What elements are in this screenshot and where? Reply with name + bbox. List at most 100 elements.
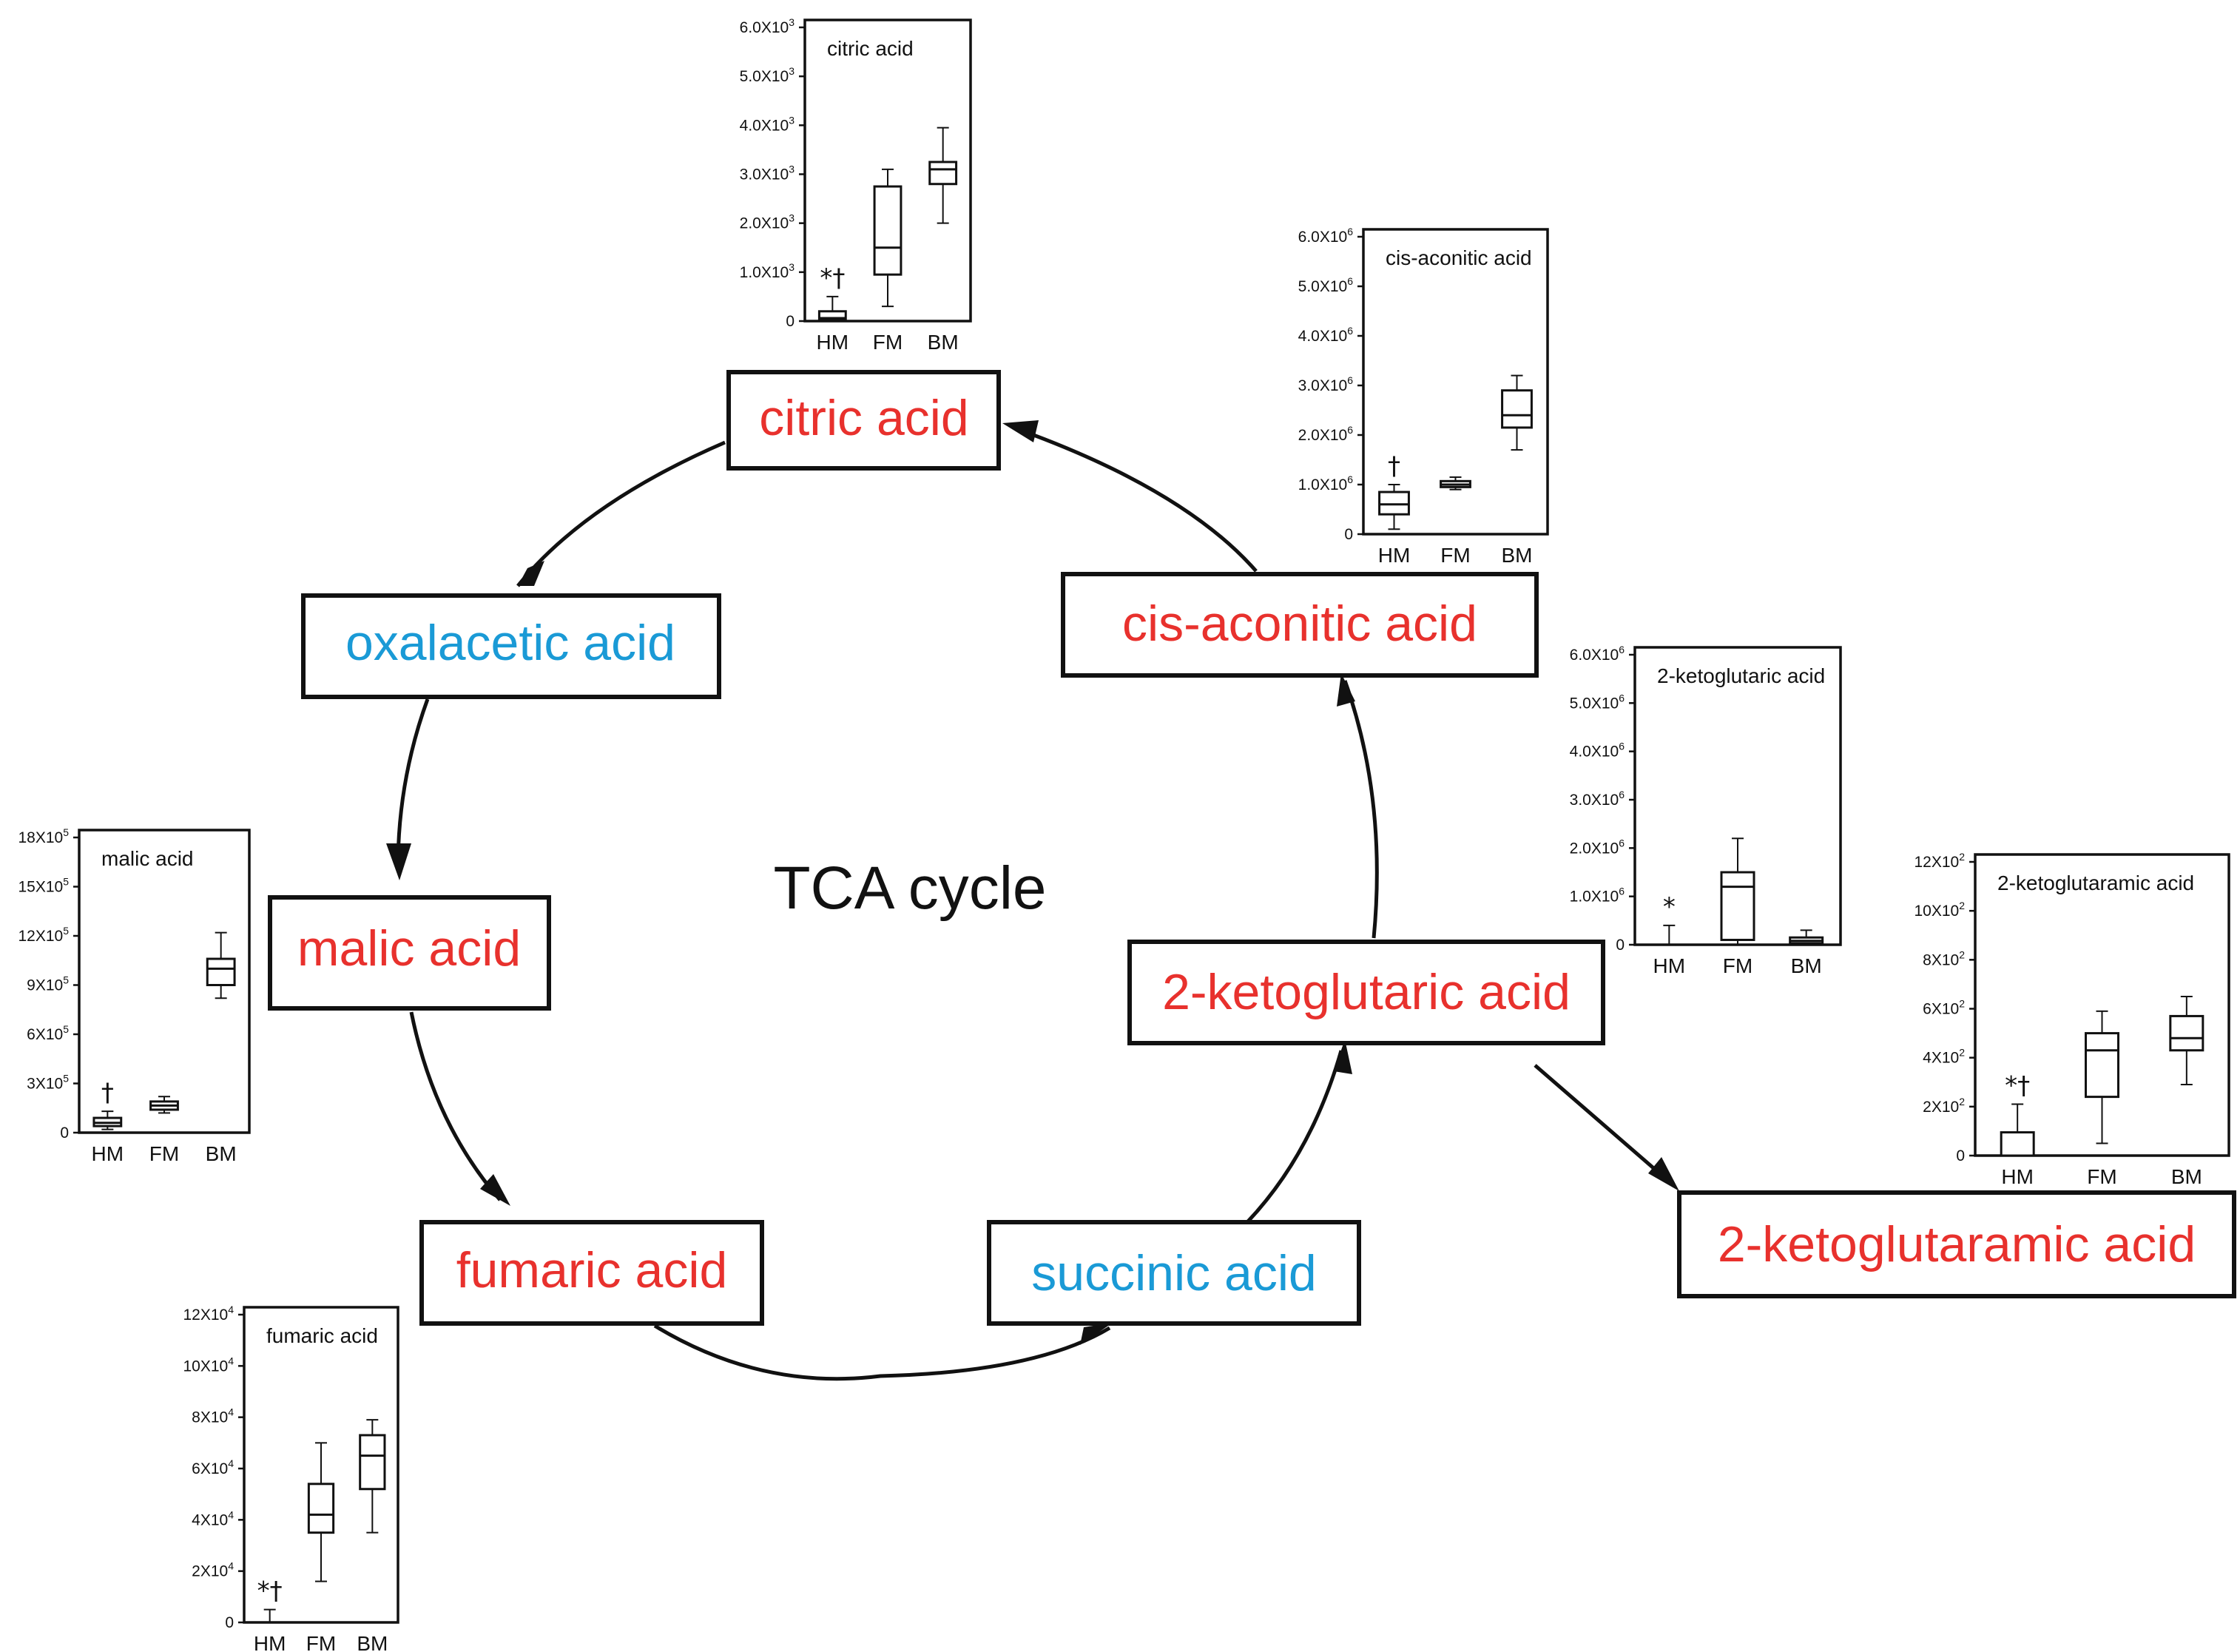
node-label: 2-ketoglutaramic acid bbox=[1718, 1216, 2196, 1272]
y-tick-label: 2.0X106 bbox=[1570, 837, 1625, 857]
arrow-malic-to-fumaric bbox=[409, 1011, 502, 1201]
node-box bbox=[1127, 940, 1605, 1045]
x-category-label: FM bbox=[1723, 954, 1752, 977]
box-plot-fm bbox=[1440, 476, 1471, 490]
iqr-box bbox=[1378, 490, 1410, 516]
y-tick-label: 5.0X103 bbox=[740, 65, 795, 85]
y-tick-label: 4X104 bbox=[192, 1508, 234, 1528]
iqr-box bbox=[1720, 871, 1755, 941]
x-category-label: BM bbox=[357, 1632, 388, 1652]
node-label: cis-aconitic acid bbox=[1122, 596, 1477, 652]
y-tick-label: 3.0X106 bbox=[1298, 374, 1354, 394]
y-tick-label: 0 bbox=[1956, 1147, 1965, 1164]
y-tick-label: 3X105 bbox=[27, 1073, 69, 1093]
iqr-box bbox=[307, 1483, 335, 1534]
chart-2-ketoglutaramic-acid: 2-ketoglutaramic acid02X1024X1026X1028X1… bbox=[1914, 851, 2230, 1188]
x-category-label: HM bbox=[1378, 544, 1411, 567]
y-tick-label: 3.0X103 bbox=[740, 163, 795, 183]
y-tick-label: 15X105 bbox=[18, 876, 69, 896]
x-category-label: FM bbox=[1440, 544, 1470, 567]
significance-mark: *† bbox=[257, 1577, 283, 1606]
arrow-citric-to-oxalacetic bbox=[516, 440, 726, 587]
box-plot-bm bbox=[2169, 995, 2204, 1086]
arrowhead-fumaric bbox=[480, 1174, 510, 1206]
y-tick-label: 1.0X106 bbox=[1570, 886, 1625, 906]
node-box bbox=[419, 1220, 764, 1326]
node-label: citric acid bbox=[759, 390, 968, 446]
x-category-label: BM bbox=[1791, 954, 1822, 977]
x-category-label: HM bbox=[254, 1632, 286, 1652]
iqr-box bbox=[928, 161, 958, 186]
y-tick-label: 0 bbox=[1616, 937, 1625, 954]
box-plot-bm bbox=[206, 931, 236, 999]
node-2-ketoglutaric-acid[interactable]: 2-ketoglutaric acid bbox=[1127, 940, 1605, 1045]
box-plot-hm: *† bbox=[2000, 1071, 2035, 1157]
node-2-ketoglutaramic-acid[interactable]: 2-ketoglutaramic acid bbox=[1677, 1190, 2236, 1298]
box-plot-bm bbox=[1789, 929, 1824, 945]
plot-frame bbox=[78, 829, 251, 1134]
plot-frame bbox=[243, 1306, 399, 1624]
y-tick-label: 6X105 bbox=[27, 1023, 69, 1043]
node-box bbox=[268, 895, 551, 1011]
x-category-label: FM bbox=[873, 331, 903, 354]
box-plot-hm: † bbox=[92, 1078, 123, 1130]
y-tick-label: 0 bbox=[225, 1614, 234, 1631]
node-label: 2-ketoglutaric acid bbox=[1162, 964, 1571, 1020]
node-citric-acid[interactable]: citric acid bbox=[726, 370, 1001, 471]
x-category-label: FM bbox=[149, 1142, 179, 1165]
iqr-box bbox=[206, 957, 236, 986]
y-tick-label: 10X104 bbox=[183, 1355, 234, 1375]
significance-mark: † bbox=[1388, 451, 1400, 481]
arrow-ketoglutaric-to-cisaconitic bbox=[1343, 680, 1379, 939]
x-category-label: BM bbox=[1502, 544, 1533, 567]
cycle-label: TCA cycle bbox=[773, 854, 1046, 922]
node-label: oxalacetic acid bbox=[345, 615, 675, 671]
chart-title: malic acid bbox=[101, 847, 193, 870]
y-tick-label: 4.0X106 bbox=[1570, 741, 1625, 761]
x-category-label: FM bbox=[306, 1632, 336, 1652]
arrowhead-cisaconitic bbox=[1337, 673, 1355, 707]
arrowhead-malic bbox=[386, 843, 411, 880]
chart-title: 2-ketoglutaric acid bbox=[1657, 664, 1825, 687]
y-tick-label: 12X105 bbox=[18, 925, 69, 945]
box-plot-hm: *† bbox=[817, 263, 847, 322]
chart-title: citric acid bbox=[827, 37, 914, 60]
box-plot-hm: † bbox=[1378, 451, 1410, 530]
chart-title: 2-ketoglutaramic acid bbox=[1997, 871, 2194, 894]
node-malic-acid[interactable]: malic acid bbox=[268, 895, 551, 1011]
y-tick-label: 2X104 bbox=[192, 1560, 234, 1580]
y-tick-label: 2.0X103 bbox=[740, 212, 795, 232]
node-succinic-acid[interactable]: succinic acid bbox=[987, 1220, 1361, 1326]
y-tick-label: 4X102 bbox=[1923, 1047, 1965, 1067]
iqr-box bbox=[817, 310, 847, 322]
x-category-label: HM bbox=[817, 331, 849, 354]
node-label: succinic acid bbox=[1031, 1245, 1317, 1301]
y-tick-label: 2.0X106 bbox=[1298, 424, 1354, 444]
iqr-box bbox=[2085, 1032, 2119, 1099]
chart-title: fumaric acid bbox=[266, 1324, 378, 1347]
x-category-label: FM bbox=[2087, 1165, 2116, 1188]
arrow-fumaric-to-succinic bbox=[653, 1324, 1111, 1381]
arrowhead-ketoglutaric bbox=[1334, 1039, 1352, 1074]
node-cis-aconitic-acid[interactable]: cis-aconitic acid bbox=[1061, 572, 1539, 678]
significance-mark: *† bbox=[2005, 1071, 2030, 1101]
y-tick-label: 0 bbox=[786, 313, 795, 330]
x-category-label: HM bbox=[92, 1142, 124, 1165]
plot-frame bbox=[1974, 853, 2230, 1157]
y-tick-label: 2X102 bbox=[1923, 1096, 1965, 1116]
box-plot-bm bbox=[1501, 374, 1533, 451]
node-oxalacetic-acid[interactable]: oxalacetic acid bbox=[301, 593, 721, 699]
node-fumaric-acid[interactable]: fumaric acid bbox=[419, 1220, 764, 1326]
arrow-succinic-to-ketoglutaric bbox=[1246, 1050, 1343, 1224]
node-label: fumaric acid bbox=[456, 1242, 728, 1298]
arrow-oxalacetic-to-malic bbox=[396, 698, 430, 868]
y-tick-label: 10X102 bbox=[1914, 900, 1965, 920]
arrowhead-citric bbox=[1002, 420, 1039, 442]
y-tick-label: 6.0X106 bbox=[1298, 226, 1354, 246]
x-category-label: BM bbox=[206, 1142, 237, 1165]
x-category-label: BM bbox=[928, 331, 959, 354]
iqr-box bbox=[359, 1434, 386, 1491]
y-tick-label: 4.0X106 bbox=[1298, 325, 1354, 345]
y-tick-label: 1.0X106 bbox=[1298, 473, 1354, 493]
y-tick-label: 6X104 bbox=[192, 1457, 234, 1477]
